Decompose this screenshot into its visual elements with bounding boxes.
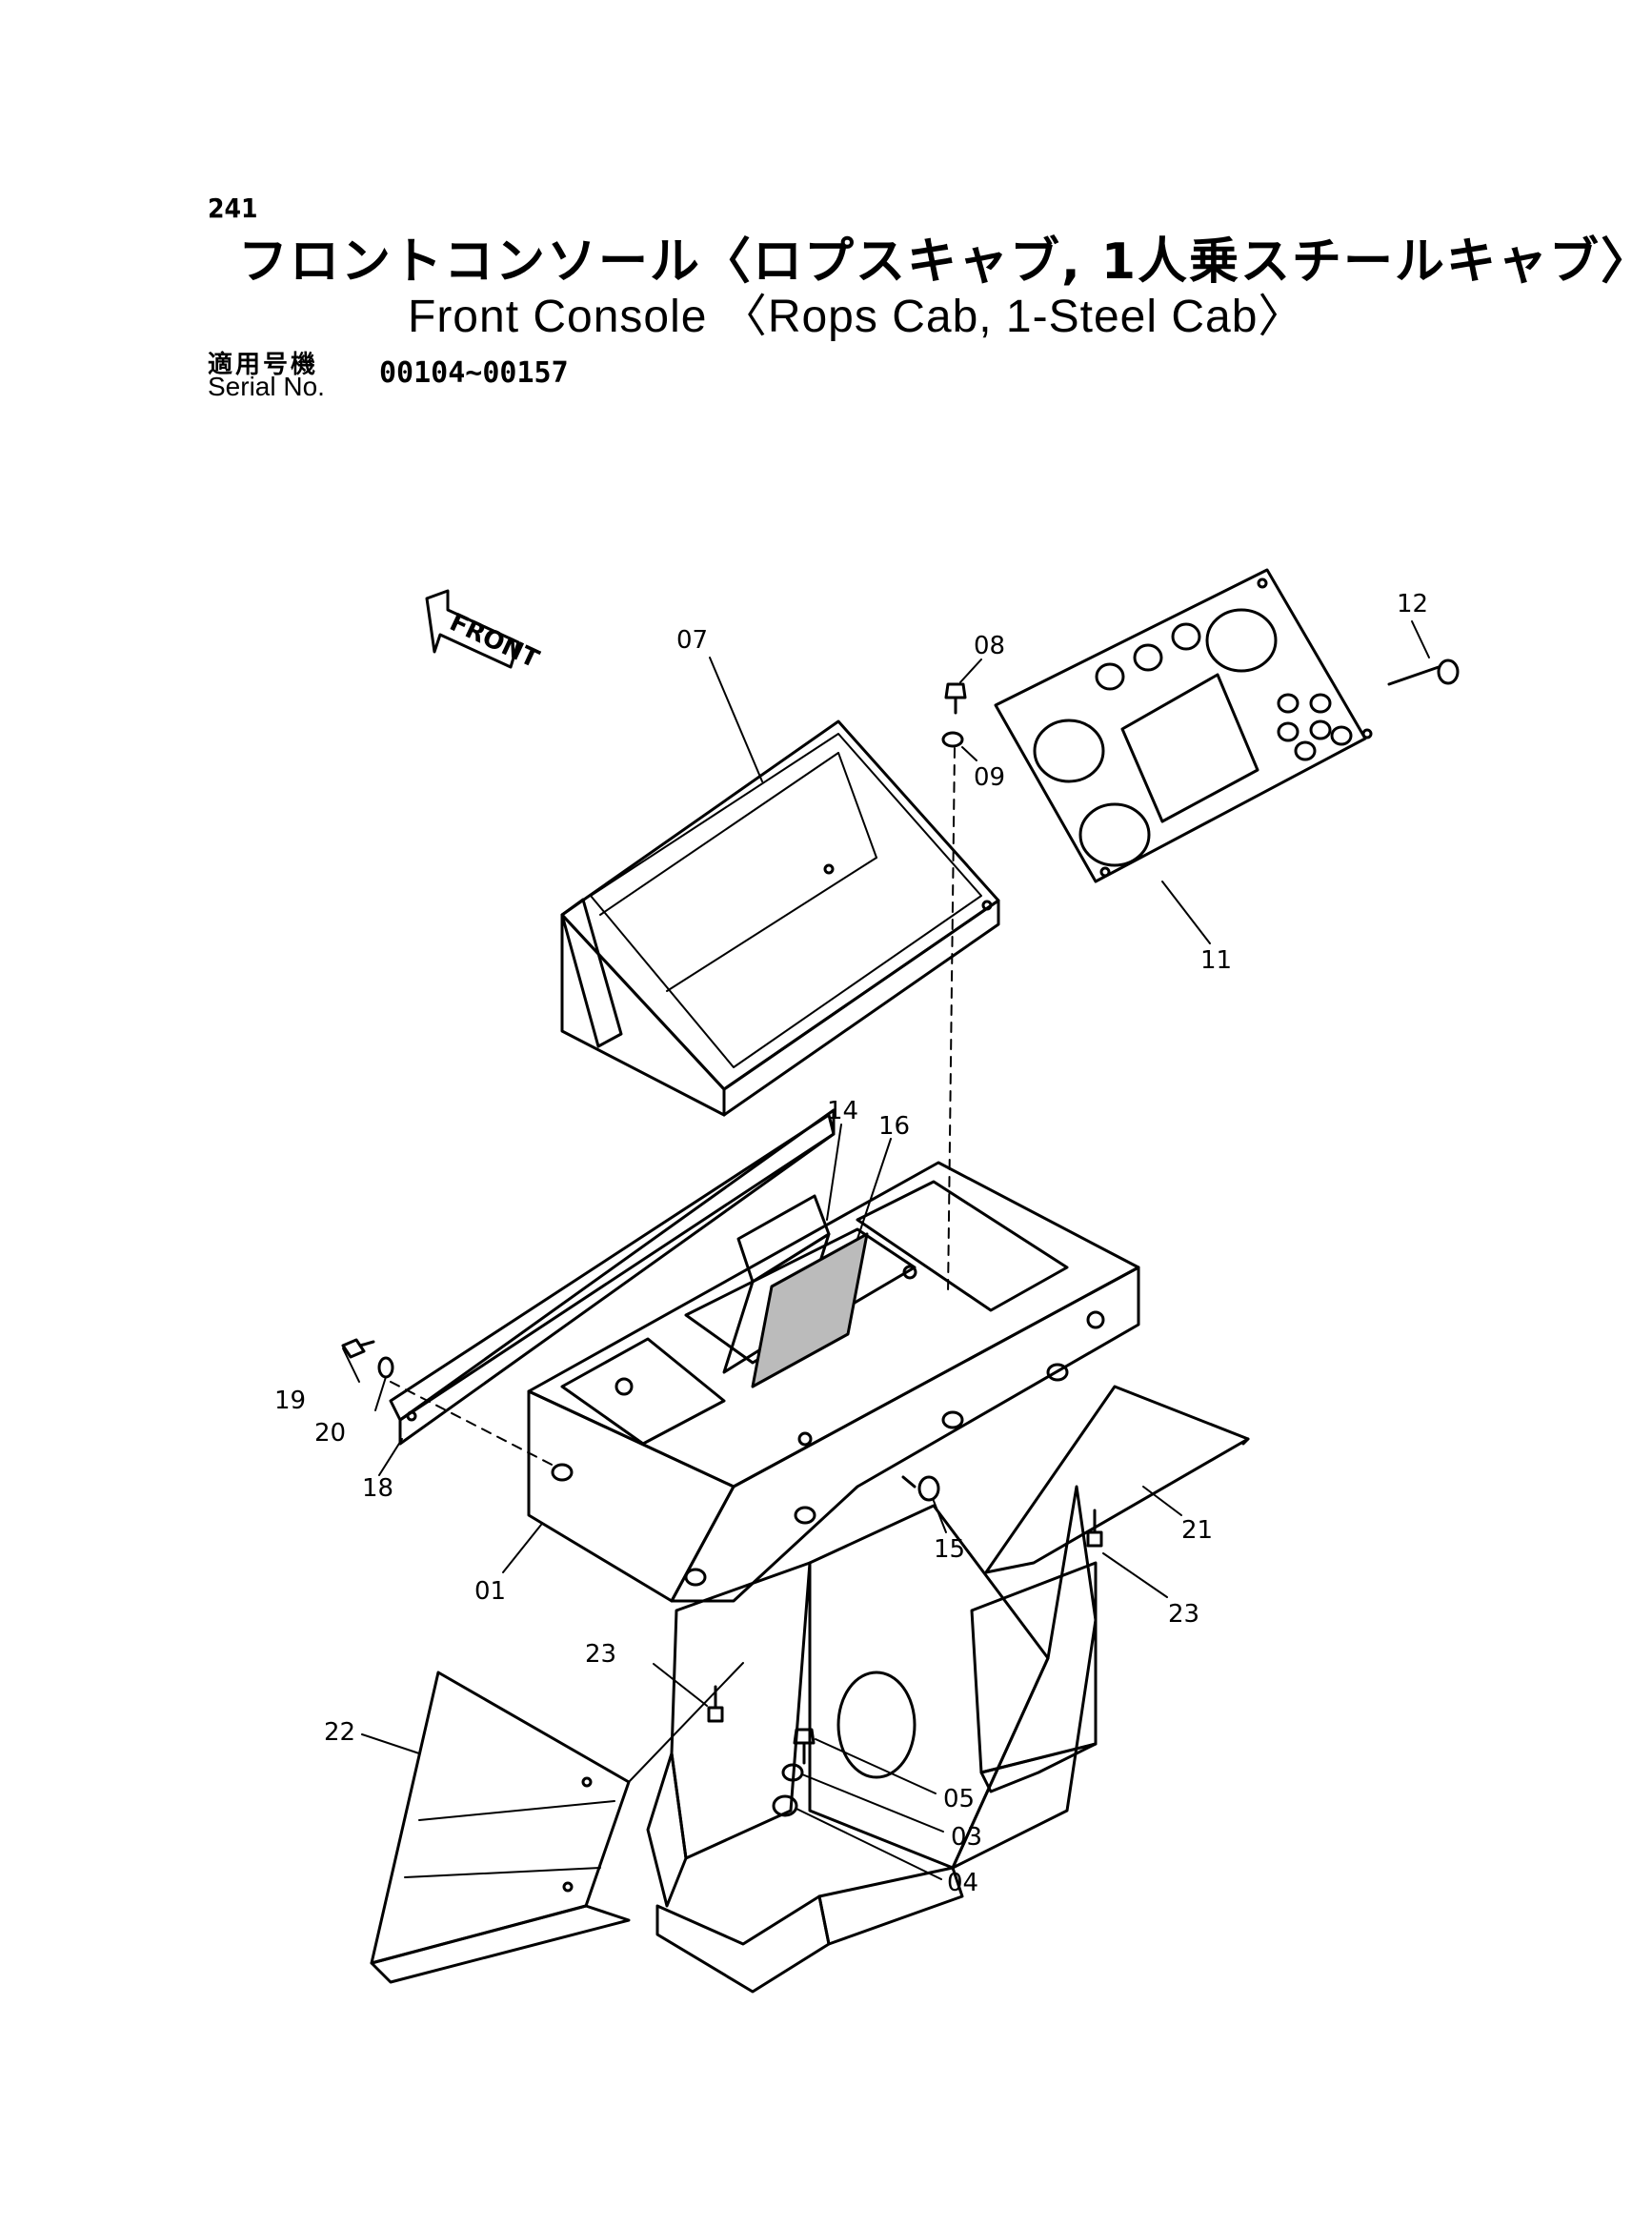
part-23-bolt-right [1086,1509,1103,1548]
title-english: Front Console 〈Rops Cab, 1-Steel Cab〉 [408,292,1305,342]
part-22-side-guard [370,1662,744,1984]
callout-23-left: 23 [585,1640,616,1669]
callout-04: 04 [947,1869,978,1897]
console-lower-body [646,1485,1098,1994]
front-direction-label: FRONT [445,608,543,674]
callout-09: 09 [974,763,1005,792]
callout-03: 03 [951,1823,982,1852]
callout-15: 15 [934,1535,965,1564]
callout-labels: 07 08 09 11 12 14 16 19 20 18 01 15 21 2… [274,590,1428,1897]
serial-range: 00104~00157 [379,356,569,390]
callout-leader-lines [342,620,1430,1880]
part-03-lock-washer [781,1763,804,1782]
part-19-bolt [341,1338,375,1359]
part-09-washer [941,731,964,748]
callout-14: 14 [827,1097,858,1125]
callout-19: 19 [274,1387,306,1415]
part-20-washer [377,1356,394,1379]
callout-21: 21 [1181,1516,1213,1545]
part-12-screw [1387,658,1460,686]
serial-label-english: Serial No. [208,372,325,401]
part-18-side-plate [389,1108,836,1446]
part-04-washer [772,1794,798,1817]
callout-22: 22 [324,1718,355,1747]
callout-23-right: 23 [1168,1600,1199,1629]
callout-05: 05 [943,1785,975,1813]
page-number: 241 [208,192,258,224]
callout-16: 16 [878,1112,910,1141]
part-21-plate [984,1385,1250,1574]
front-direction-arrow: FRONT [425,589,543,674]
parts-diagram-page: 241 フロントコンソール〈ロプスキャブ, 1人乗スチールキャブ〉 Front … [208,192,1651,1994]
callout-07: 07 [676,626,708,655]
assembly-leader-line [947,747,956,1297]
callout-18: 18 [362,1474,393,1503]
callout-12: 12 [1397,590,1428,618]
part-01-console-body [527,1161,1140,1603]
part-11-gauge-panel [994,568,1373,883]
callout-08: 08 [974,632,1005,660]
part-16-grid-plate [751,1232,869,1388]
callout-11: 11 [1200,946,1232,975]
callout-01: 01 [474,1577,506,1606]
part-08-bolt [944,682,967,715]
serial-label-japanese: 適用号機 [208,351,319,379]
title-japanese: フロントコンソール〈ロプスキャブ, 1人乗スチールキャブ〉 [238,233,1652,291]
side-plate-leader-line [390,1381,558,1468]
part-23-bolt-left [707,1685,724,1723]
exploded-parts-diagram: FRONT [274,568,1460,1994]
part-05-bolt [793,1728,816,1765]
part-07-upper-cover [560,719,1000,1117]
part-15-bolt [901,1475,940,1502]
callout-20: 20 [314,1419,346,1448]
